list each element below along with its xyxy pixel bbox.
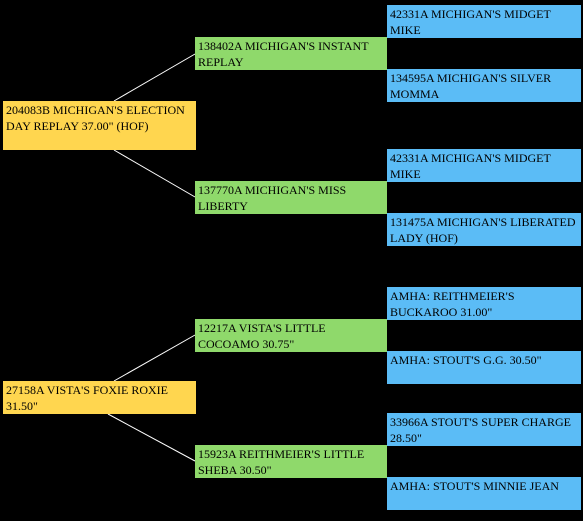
- dam-dam-box[interactable]: AMHA: STOUT'S MINNIE JEAN: [387, 477, 581, 510]
- dam-box[interactable]: 15923A REITHMEIER'S LITTLE SHEBA 30.50": [195, 445, 387, 478]
- sire-sire-box[interactable]: 42331A MICHIGAN'S MIDGET MIKE: [387, 5, 581, 38]
- horse-name-box[interactable]: 27158A VISTA'S FOXIE ROXIE 31.50": [3, 381, 196, 414]
- connector-line: [113, 53, 196, 102]
- sire-dam-box[interactable]: 134595A MICHIGAN'S SILVER MOMMA: [387, 69, 581, 102]
- horse-name-box[interactable]: 204083B MICHIGAN'S ELECTION DAY REPLAY 3…: [3, 101, 196, 150]
- sire-dam-box[interactable]: AMHA: STOUT'S G.G. 30.50": [387, 351, 581, 384]
- dam-sire-box[interactable]: 42331A MICHIGAN'S MIDGET MIKE: [387, 149, 581, 182]
- connector-line: [113, 149, 196, 198]
- sire-sire-box[interactable]: AMHA: REITHMEIER'S BUCKAROO 31.00": [387, 287, 581, 320]
- connector-line: [107, 413, 196, 462]
- dam-dam-box[interactable]: 131475A MICHIGAN'S LIBERATED LADY (HOF): [387, 213, 581, 246]
- sire-box[interactable]: 12217A VISTA'S LITTLE COCOAMO 30.75": [195, 319, 387, 352]
- dam-box[interactable]: 137770A MICHIGAN'S MISS LIBERTY: [195, 181, 387, 214]
- sire-box[interactable]: 138402A MICHIGAN'S INSTANT REPLAY: [195, 37, 387, 70]
- dam-sire-box[interactable]: 33966A STOUT'S SUPER CHARGE 28.50": [387, 413, 581, 446]
- connector-line: [113, 334, 196, 382]
